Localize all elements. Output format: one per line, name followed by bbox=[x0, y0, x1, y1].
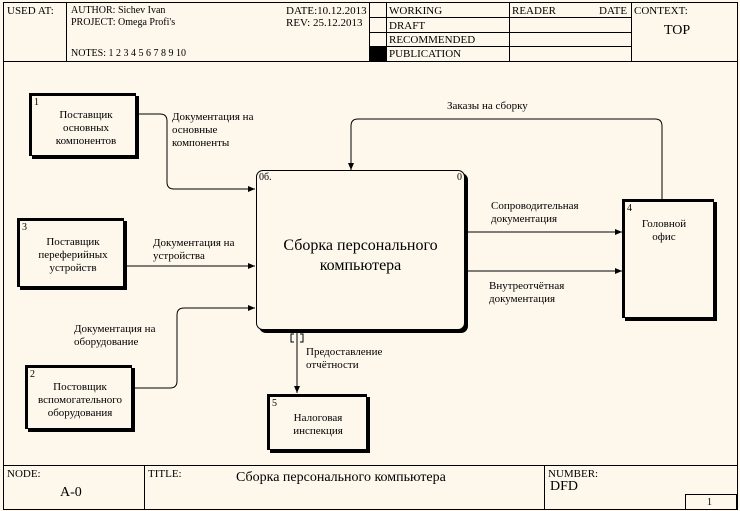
arrow-label-main-components: Документация на основные компоненты bbox=[172, 111, 254, 149]
used-at-label: USED AT: bbox=[7, 5, 54, 17]
context-value: TOP bbox=[664, 23, 691, 38]
author-field: AUTHOR: Sichev Ivan bbox=[71, 5, 166, 16]
reader-label: READER bbox=[512, 5, 556, 17]
entity-head-office[interactable]: 4 Головной офис bbox=[622, 199, 714, 318]
status-draft: DRAFT bbox=[389, 20, 426, 32]
publication-marker bbox=[370, 47, 386, 61]
entity-label: Налоговая инспекция bbox=[293, 412, 343, 437]
title-label: TITLE: bbox=[148, 468, 182, 480]
entity-number: 5 bbox=[272, 398, 277, 409]
notes-field: NOTES: 1 2 3 4 5 6 7 8 9 10 bbox=[71, 48, 186, 59]
entity-label: Постовщик вспомогательного оборудования bbox=[37, 381, 123, 419]
arrow-docs-equipment bbox=[132, 305, 255, 389]
arrow-label-equipment: Документация на оборудование bbox=[74, 323, 156, 348]
entity-number: 1 bbox=[34, 97, 39, 108]
main-activity-box[interactable]: 0б. 0 Сборка персонального компьютера bbox=[256, 170, 465, 330]
number-label: NUMBER: bbox=[548, 468, 599, 480]
status-working: WORKING bbox=[389, 5, 443, 17]
main-activity-id: 0б. bbox=[259, 172, 272, 183]
page-number: 1 bbox=[707, 497, 712, 508]
number-value: DFD bbox=[550, 479, 579, 494]
arrow-label-accompanying: Сопроводительная документация bbox=[491, 200, 579, 225]
node-label: NODE: bbox=[7, 468, 41, 480]
entity-auxiliary-equipment-supplier[interactable]: 2 Постовщик вспомогательного оборудовани… bbox=[25, 365, 132, 429]
title-value: Сборка персонального компьютера bbox=[236, 470, 446, 485]
entity-number: 3 bbox=[22, 222, 27, 233]
status-recommended: RECOMMENDED bbox=[389, 34, 476, 46]
date-field: DATE:10.12.2013 bbox=[286, 5, 367, 17]
entity-number: 2 bbox=[30, 369, 35, 380]
context-label: CONTEXT: bbox=[634, 5, 688, 17]
status-publication: PUBLICATION bbox=[389, 48, 462, 60]
node-value: A-0 bbox=[60, 485, 82, 500]
main-activity-label: Сборка персонального компьютера bbox=[283, 237, 438, 274]
entity-label: Поставщик переферийных устройств bbox=[38, 236, 108, 274]
main-activity-cost: 0 bbox=[457, 172, 462, 183]
arrow-label-reporting: Предоставление отчётности bbox=[306, 346, 383, 371]
page-number-box bbox=[685, 494, 737, 510]
tunnel-bracket bbox=[290, 333, 304, 343]
entity-number: 4 bbox=[627, 203, 632, 214]
date2-label: DATE bbox=[599, 5, 628, 17]
arrow-label-internal: Внутреотчётная документация bbox=[489, 280, 565, 305]
entity-peripheral-supplier[interactable]: 3 Поставщик переферийных устройств bbox=[17, 218, 124, 287]
arrow-docs-main-components bbox=[136, 113, 255, 192]
entity-main-components-supplier[interactable]: 1 Поставщик основных компонентов bbox=[29, 93, 136, 156]
arrow-label-devices: Документация на устройства bbox=[153, 237, 235, 262]
arrow-assembly-orders bbox=[348, 118, 663, 200]
entity-label: Поставщик основных компонентов bbox=[55, 109, 117, 147]
arrow-label-orders: Заказы на сборку bbox=[447, 100, 528, 112]
rev-field: REV: 25.12.2013 bbox=[286, 17, 363, 29]
entity-tax-inspection[interactable]: 5 Налоговая инспекция bbox=[267, 394, 367, 450]
entity-label: Головной офис bbox=[641, 218, 687, 243]
project-field: PROJECT: Omega Profi's bbox=[71, 17, 176, 28]
